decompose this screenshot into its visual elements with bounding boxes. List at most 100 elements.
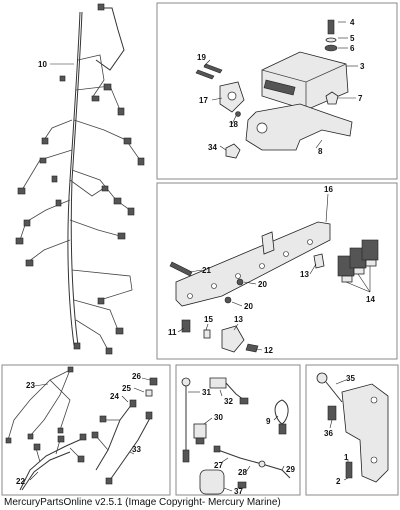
- callout-20-lower: 20: [244, 302, 253, 311]
- sensor-32: [209, 377, 249, 405]
- leader-13a: [309, 263, 317, 275]
- leader-29: [281, 465, 285, 471]
- callout-25: 25: [122, 384, 131, 393]
- leader-24: [121, 395, 129, 403]
- callout-37: 37: [234, 487, 243, 496]
- ring-terminal-35: [316, 372, 343, 403]
- callout-30: 30: [214, 413, 223, 422]
- sensor-harness-28-29: [213, 445, 291, 479]
- callout-7: 7: [358, 94, 363, 103]
- leader-34: [219, 145, 227, 151]
- bolt-19b: [203, 63, 223, 74]
- grommet-6: [324, 44, 338, 52]
- panel-ecu-bracket: [156, 2, 398, 180]
- leader-37: [223, 487, 233, 492]
- leader-11: [177, 327, 185, 333]
- bolt-12: [245, 343, 259, 353]
- leader-36: [329, 419, 333, 429]
- clip-11: [181, 319, 191, 333]
- leader-15: [205, 323, 209, 331]
- bolt-36: [327, 405, 337, 421]
- callout-12: 12: [264, 346, 273, 355]
- callout-34: 34: [208, 143, 217, 152]
- fuse-holder-21: [169, 261, 193, 277]
- callout-10: 10: [38, 60, 47, 69]
- copyright-caption: MercuryPartsOnline v2.5.1 (Image Copyrig…: [4, 497, 281, 508]
- panel-sensors: [175, 364, 301, 496]
- leader-13b: [233, 323, 239, 331]
- bracket-13b: [221, 325, 245, 353]
- relay-set: [337, 239, 379, 283]
- callout-9: 9: [266, 417, 271, 426]
- callout-24: 24: [110, 392, 119, 401]
- callout-17: 17: [199, 96, 208, 105]
- sub-harness-24: [91, 399, 137, 471]
- callout-15: 15: [204, 315, 213, 324]
- grommet-34: [225, 143, 241, 159]
- wire-loop-9: [274, 399, 289, 435]
- callout-23: 23: [26, 381, 35, 390]
- sensor-30: [193, 423, 207, 445]
- callout-20-upper: 20: [258, 280, 267, 289]
- panel-mount-bracket: [305, 364, 399, 496]
- nut-20b: [224, 296, 232, 304]
- leader-14a: [345, 281, 371, 293]
- callout-18: 18: [229, 120, 238, 129]
- ecu-bracket: [245, 103, 353, 151]
- leader-23: [33, 383, 49, 387]
- callout-4: 4: [350, 18, 355, 27]
- leader-28: [245, 465, 251, 473]
- callout-16: 16: [324, 185, 333, 194]
- leader-9: [273, 415, 279, 421]
- leader-17: [211, 97, 223, 101]
- nut-20a: [236, 278, 244, 286]
- callout-13-lower: 13: [234, 315, 243, 324]
- sensor-bracket-17: [219, 81, 245, 113]
- leader-8: [315, 139, 323, 149]
- relay-mount-bracket: [175, 221, 331, 307]
- leader-20b: [231, 301, 243, 307]
- callout-6: 6: [350, 44, 355, 53]
- callout-22: 22: [16, 477, 25, 486]
- sub-harness-23: [5, 366, 74, 444]
- clip-13a: [313, 253, 325, 269]
- callout-29: 29: [286, 465, 295, 474]
- connector-26: [149, 377, 158, 386]
- leader-27: [221, 457, 229, 463]
- screw-15: [203, 329, 211, 339]
- leader-35: [335, 379, 347, 385]
- callout-11: 11: [168, 328, 177, 337]
- callout-19: 19: [197, 53, 206, 62]
- callout-14: 14: [366, 295, 375, 304]
- sub-harness-22: [19, 433, 87, 491]
- leader-30: [203, 417, 213, 425]
- connector-27: [237, 481, 247, 489]
- leader-18: [231, 115, 237, 125]
- leader-19: [203, 59, 211, 67]
- callout-33: 33: [132, 445, 141, 454]
- callout-36: 36: [324, 429, 333, 438]
- callout-8: 8: [318, 147, 323, 156]
- leader-16: [325, 193, 329, 223]
- callout-21: 21: [202, 266, 211, 275]
- leader-26: [141, 377, 151, 381]
- bolt-4: [327, 19, 335, 35]
- mount-bracket-1: [341, 383, 389, 483]
- callout-27: 27: [214, 461, 223, 470]
- panel-harness-kit: [1, 364, 171, 496]
- callout-3: 3: [360, 62, 365, 71]
- nut-18: [235, 111, 241, 117]
- leader-25: [133, 387, 145, 393]
- callout-1: 1: [344, 453, 349, 462]
- leader-12: [255, 348, 263, 351]
- sub-harness-33: [105, 411, 153, 485]
- sensor-lead-31: [181, 377, 191, 463]
- sender-37: [199, 469, 225, 495]
- leader-21: [189, 269, 203, 273]
- nut-7: [325, 91, 339, 105]
- callout-31: 31: [202, 388, 211, 397]
- leader-20a: [243, 281, 257, 285]
- callout-2: 2: [336, 477, 341, 486]
- callout-28: 28: [238, 468, 247, 477]
